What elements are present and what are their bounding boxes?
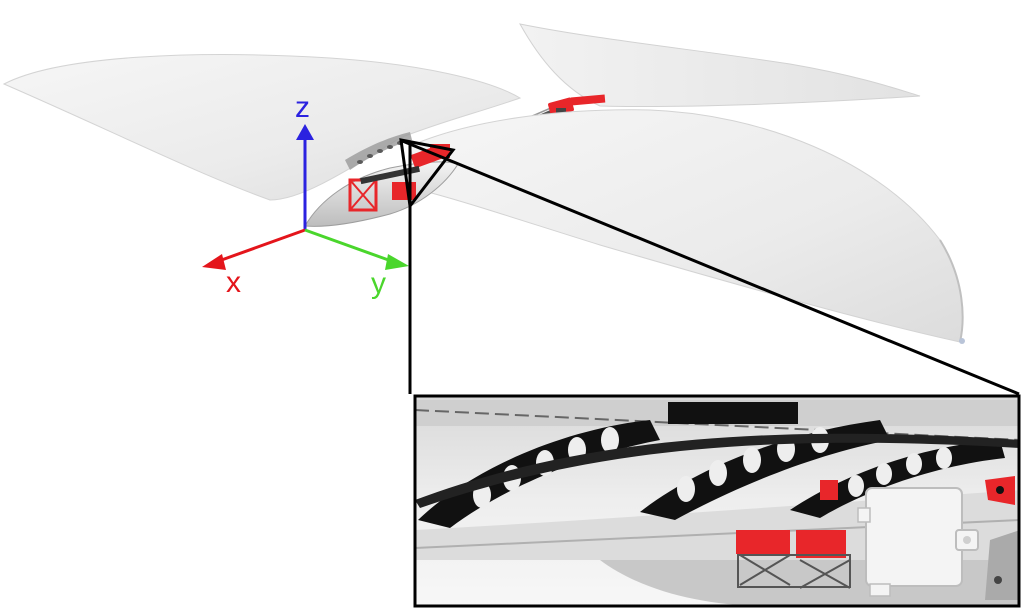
- lower-truss: [737, 554, 851, 589]
- y-axis-label: y: [371, 267, 386, 300]
- zoom-inset: [413, 394, 1021, 608]
- coordinate-frame-icon: z x y: [202, 91, 409, 300]
- tail-joint: [548, 94, 606, 117]
- x-axis-label: x: [226, 266, 241, 299]
- electronics-box: [857, 487, 979, 597]
- zoom-frame: [413, 394, 1021, 608]
- callout-line-right: [399, 138, 1020, 396]
- right-wing: [409, 109, 965, 344]
- red-joints: [736, 476, 1015, 558]
- rib-plate-2: [640, 420, 890, 520]
- callout-source-region: [399, 138, 456, 210]
- z-axis-label: z: [295, 91, 310, 124]
- rib-plate-3: [790, 440, 1005, 518]
- magnifier-callout-icon: [399, 138, 1020, 396]
